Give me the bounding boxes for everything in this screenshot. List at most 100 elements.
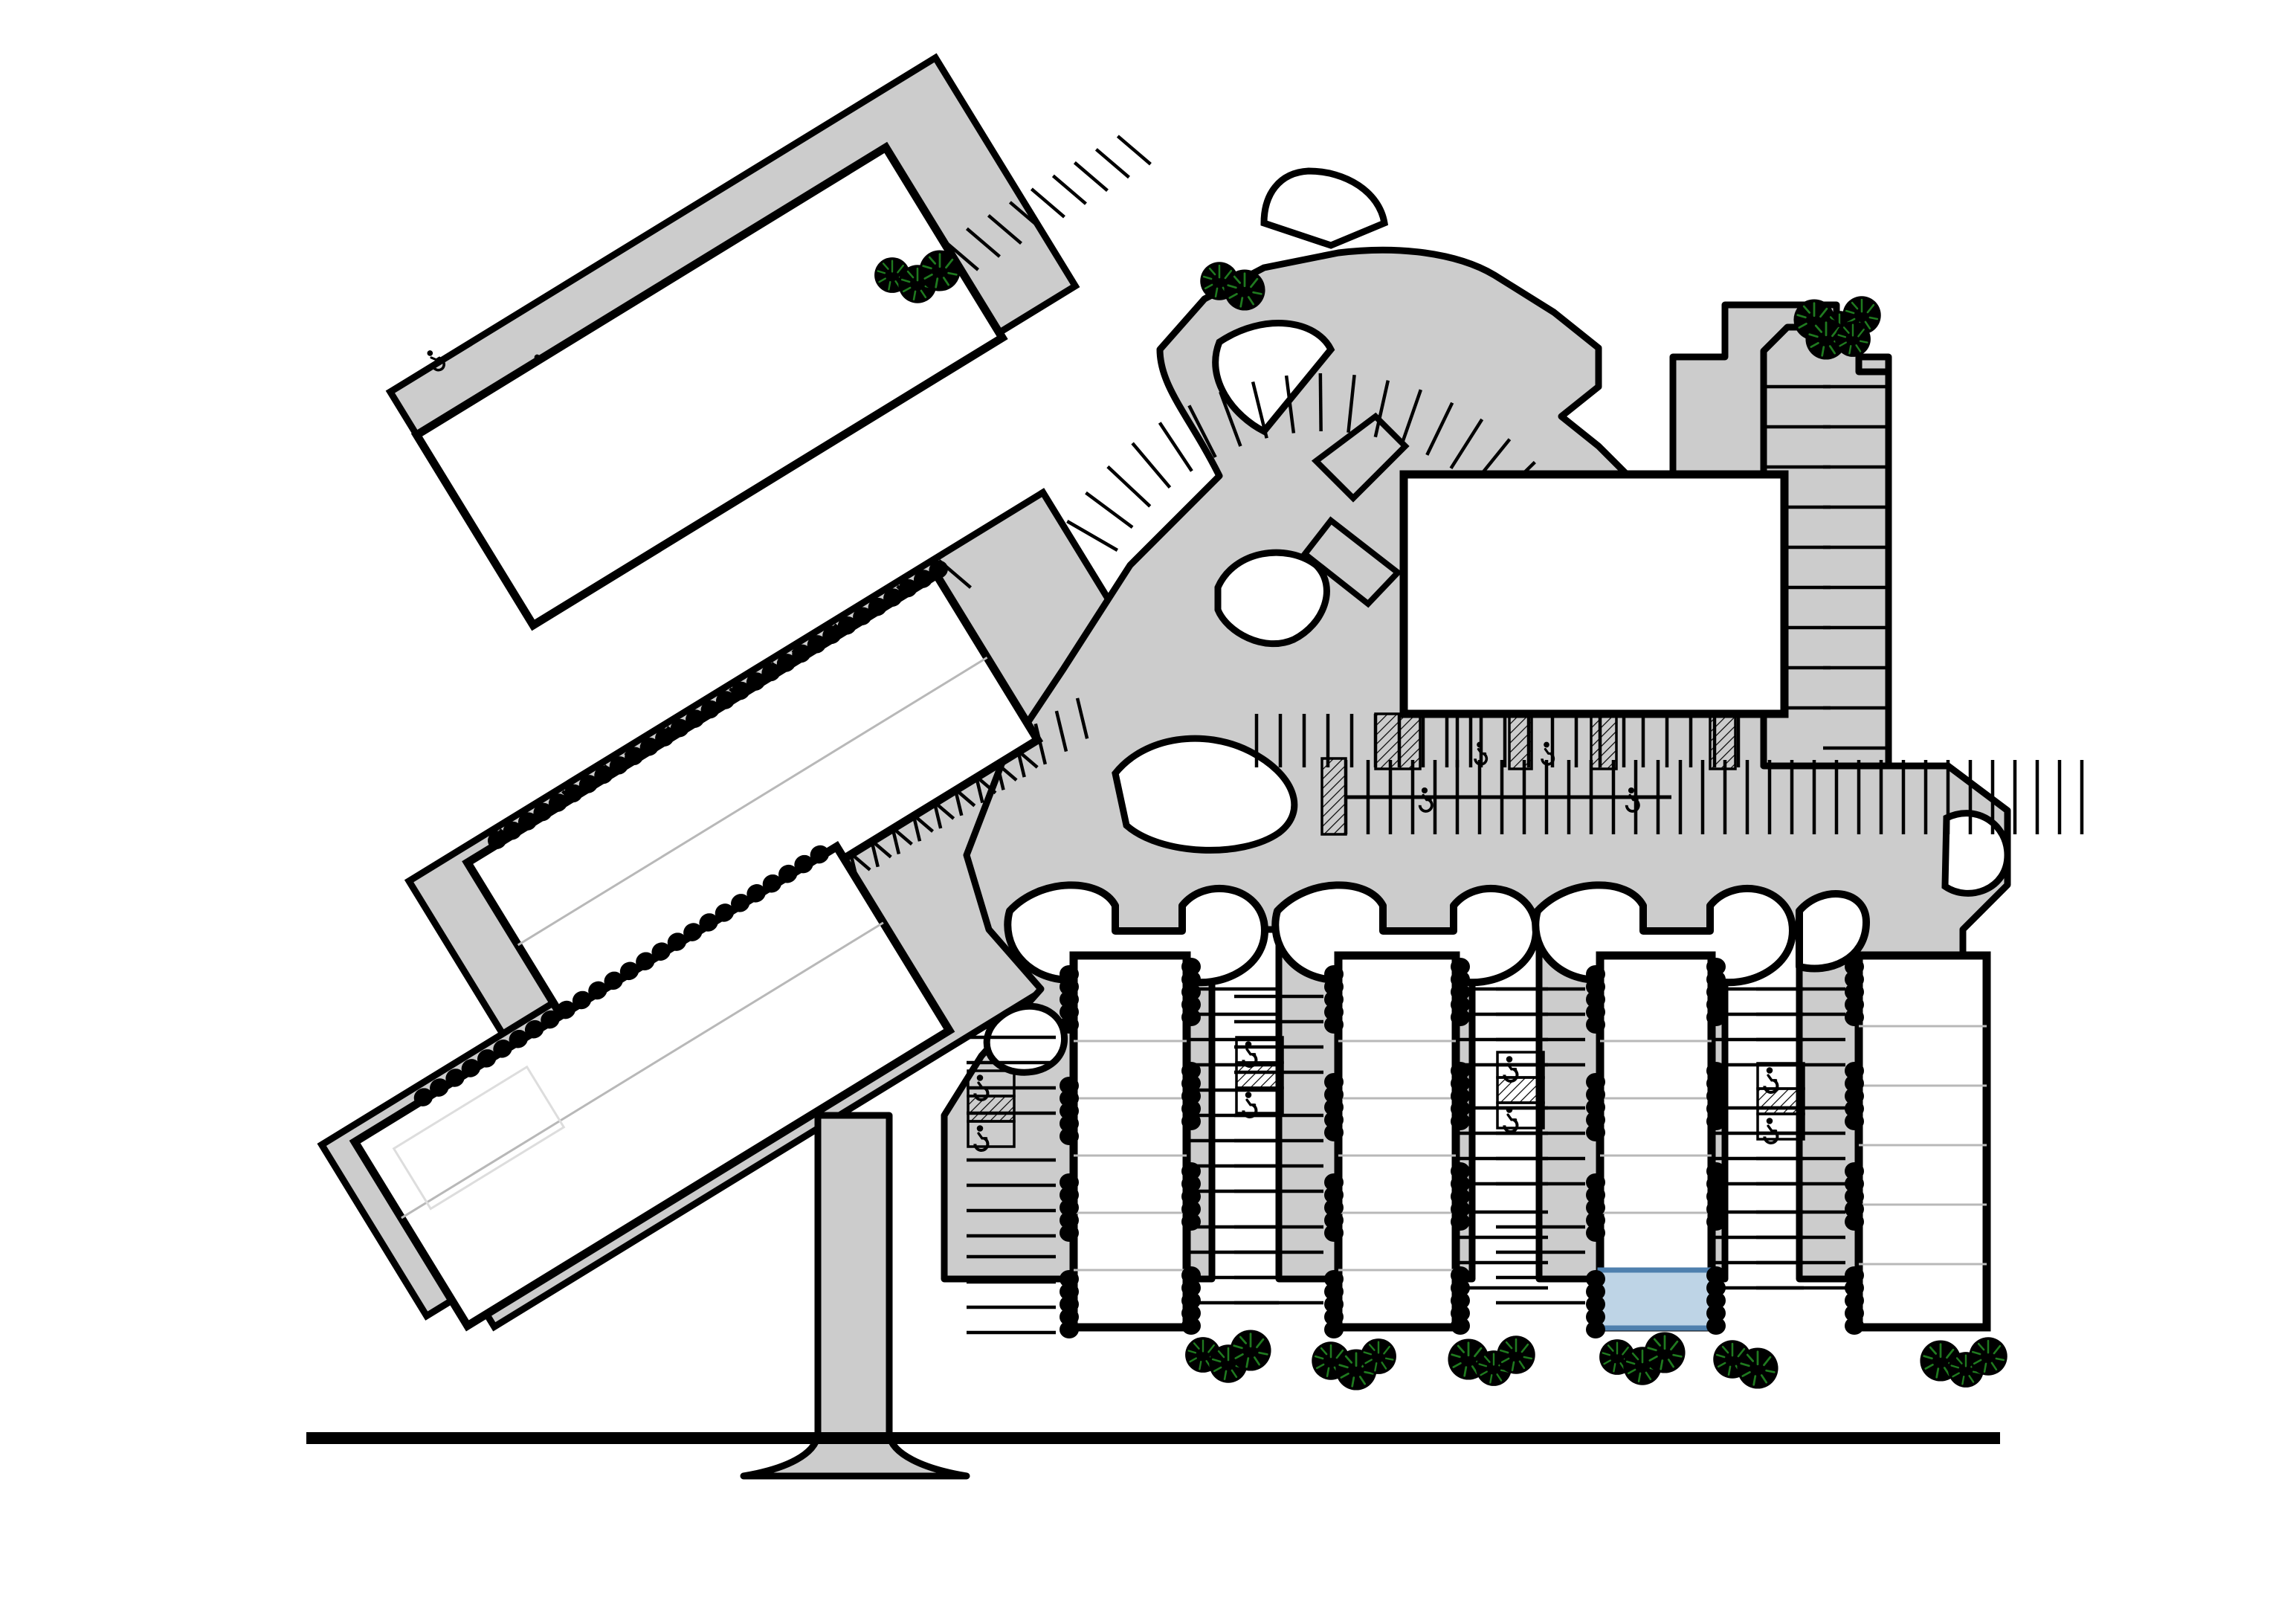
hedge-shrub-icon (1060, 1127, 1079, 1145)
hedge-shrub-icon (1181, 1074, 1201, 1092)
hedge-shrub-icon (1451, 1188, 1470, 1205)
stall-stripe (1116, 135, 1152, 166)
stall-stripe (1158, 422, 1193, 472)
accessible-access-aisle (967, 1095, 1016, 1123)
hedge-shrub-icon (1324, 1224, 1344, 1242)
stall-stripe (1251, 381, 1268, 439)
hedge-shrub-icon (1181, 996, 1201, 1014)
hedge-shrub-icon (1181, 1213, 1201, 1231)
hedge-shrub-icon (667, 932, 687, 951)
hedge-shrub-icon (1451, 1112, 1470, 1130)
hedge-shrub-icon (837, 616, 857, 635)
stall-stripe (1284, 375, 1296, 434)
hedge-shrub-icon (1706, 1087, 1726, 1105)
accessible-access-aisle (1320, 757, 1347, 836)
hedge-shrub-icon (1324, 1124, 1344, 1141)
hedge-shrub-icon (541, 1010, 560, 1029)
building-retail-strip-1[interactable] (1069, 951, 1191, 1332)
hedge-shrub-icon (1060, 1321, 1079, 1338)
hedge-shrub-icon (1586, 1003, 1605, 1021)
hedge-shrub-icon (868, 597, 888, 616)
hedge-shrub-icon (1586, 1224, 1605, 1242)
hedge-shrub-icon (1586, 1073, 1605, 1091)
hedge-shrub-icon (1586, 1308, 1605, 1326)
hedge-shrub-icon (1706, 958, 1726, 976)
island-north-wedge (1212, 320, 1335, 436)
hedge-shrub-icon (1324, 1295, 1344, 1313)
hedge-shrub-icon (572, 990, 592, 1010)
hedge-shrub-icon (533, 802, 552, 822)
hedge-shrub-icon (1451, 1008, 1470, 1026)
hedge-shrub-icon (1181, 1112, 1201, 1130)
hedge-shrub-icon (1060, 1283, 1079, 1301)
stall-stripe (1085, 491, 1134, 529)
hedge-shrub-icon (1181, 1175, 1201, 1193)
hedge-shrub-icon (1451, 1062, 1470, 1080)
hedge-shrub-icon (1181, 1087, 1201, 1105)
hedge-shrub-icon (683, 923, 703, 941)
hedge-shrub-icon (1060, 1077, 1079, 1095)
stall-stripe (1051, 174, 1087, 205)
hedge-shrub-icon (1845, 1188, 1864, 1205)
hedge-shrub-icon (794, 854, 813, 874)
building-retail-strip-2[interactable] (1334, 951, 1460, 1332)
accessible-access-aisle (1496, 1076, 1545, 1104)
hedge-shrub-icon (883, 588, 903, 607)
hedge-shrub-icon (1845, 1175, 1864, 1193)
hedge-shrub-icon (1181, 1292, 1201, 1309)
hedge-shrub-icon (778, 864, 798, 883)
unit-dividers-strip-3 (1600, 1040, 1712, 1214)
hedge-shrub-icon (413, 1088, 433, 1106)
hedge-shrub-icon (1451, 1213, 1470, 1231)
hedge-shrub-icon (1706, 996, 1726, 1014)
hedge-shrub-icon (1706, 1162, 1726, 1180)
hedge-shrub-icon (1451, 1200, 1470, 1218)
hedge-shrub-icon (1324, 1199, 1344, 1217)
tree-icon (1967, 1335, 2009, 1377)
stall-stripe (1106, 465, 1152, 508)
stall-stripe (1347, 374, 1356, 433)
accessible-stall (967, 1120, 1016, 1148)
hedge-shrub-icon (1845, 1074, 1864, 1092)
stall-stripe (1066, 520, 1118, 552)
hedge-shrub-icon (1845, 1292, 1864, 1309)
hedge-shrub-icon (1181, 958, 1201, 976)
hedge-shrub-icon (1324, 1111, 1344, 1129)
hedge-shrub-icon (1845, 1317, 1864, 1335)
stall-stripe (1094, 148, 1130, 179)
accessible-stall (1496, 1101, 1545, 1130)
hedge-shrub-icon (715, 903, 735, 922)
building-center-major[interactable] (1399, 470, 1789, 718)
hedge-shrub-icon (1060, 1270, 1079, 1288)
selected-tenant-unit[interactable] (1597, 1267, 1715, 1331)
hedge-rows (413, 560, 1864, 1338)
stall-stripe (1131, 442, 1172, 489)
hedge-shrub-icon (1324, 990, 1344, 1008)
stall-stripe (1033, 723, 1048, 765)
hedge-shrub-icon (1324, 1073, 1344, 1091)
hedge-shrub-icon (1324, 1308, 1344, 1326)
stall-stripe (1425, 402, 1454, 456)
unit-dividers-strip-4 (1859, 1025, 1987, 1266)
building-north-anchor[interactable] (410, 141, 1008, 631)
hedge-shrub-icon (807, 635, 827, 654)
hedge-shrub-icon (1324, 1186, 1344, 1204)
hedge-shrub-icon (929, 560, 948, 579)
building-retail-strip-4[interactable] (1854, 951, 1991, 1332)
building-retail-strip-3[interactable] (1596, 951, 1716, 1332)
stall-stripe (1073, 161, 1109, 192)
hedge-shrub-icon (639, 738, 659, 756)
hedge-shrub-icon (1451, 1304, 1470, 1322)
hedge-shrub-icon (1060, 1003, 1079, 1021)
hedge-shrub-icon (556, 1000, 576, 1019)
hedge-shrub-icon (715, 691, 735, 709)
stall-stripe (1187, 405, 1217, 458)
unit-dividers-strip-1 (1074, 1040, 1187, 1272)
hedge-shrub-icon (1181, 1317, 1201, 1335)
hedge-shrub-icon (1324, 1270, 1344, 1288)
unit-divider (401, 921, 884, 1219)
hedge-shrub-icon (1845, 1200, 1864, 1218)
hedge-shrub-icon (1586, 990, 1605, 1008)
hedge-shrub-icon (1060, 1295, 1079, 1313)
